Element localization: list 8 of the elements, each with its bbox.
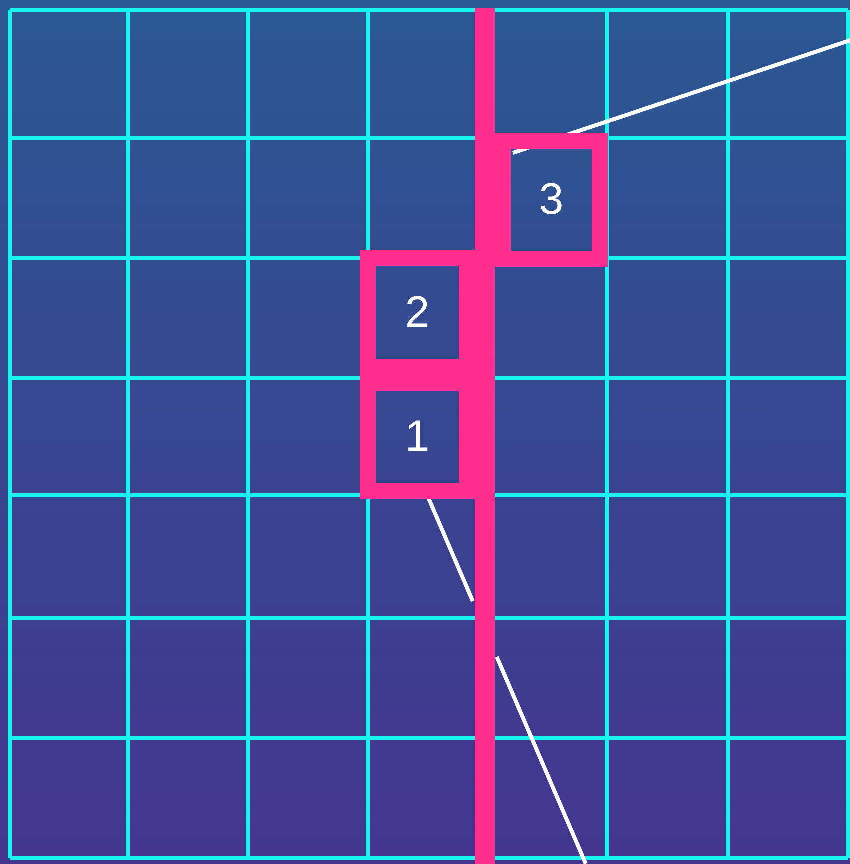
- number-label: 3: [539, 175, 564, 225]
- number-label: 2: [405, 288, 430, 338]
- number-label: 1: [405, 412, 430, 462]
- line: [512, 38, 850, 155]
- grid-cell-box: [360, 375, 475, 499]
- line: [427, 497, 588, 864]
- grid-cell-box: [495, 133, 608, 267]
- grid-cell-box: [360, 250, 475, 375]
